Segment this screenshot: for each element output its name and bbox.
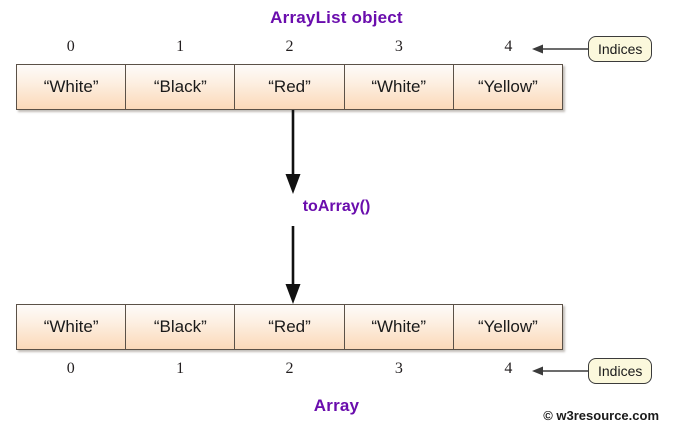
index-label: 4 <box>504 360 513 377</box>
flow-arrow-down-lower <box>284 226 302 304</box>
arraylist-cell: “Red” <box>235 65 345 109</box>
index-label: 2 <box>285 360 294 377</box>
flow-arrow-down-upper <box>284 110 302 194</box>
arraylist-cell: “White” <box>17 65 127 109</box>
watermark-credit: © w3resource.com <box>543 408 659 423</box>
array-cell: “Red” <box>235 305 345 349</box>
index-label: 0 <box>66 38 75 55</box>
index-label: 3 <box>394 38 403 55</box>
index-label: 1 <box>176 360 185 377</box>
array-cell: “White” <box>17 305 127 349</box>
index-label: 0 <box>66 360 75 377</box>
array-cell: “Yellow” <box>477 317 538 336</box>
arraylist-cell: “White” <box>345 65 454 109</box>
index-label: 2 <box>285 38 294 55</box>
array-index-row: 0 1 2 3 4 <box>16 358 563 380</box>
index-label: 3 <box>394 360 403 377</box>
array-cells: “White” “Black” “Red” “White” “Yellow” <box>16 304 563 350</box>
index-label: 1 <box>176 38 185 55</box>
arraylist-cells: “White” “Black” “Red” “White” “Yellow” <box>16 64 563 110</box>
index-label: 4 <box>504 38 513 55</box>
array-cell: “Black” <box>126 305 236 349</box>
indices-callout-top: Indices <box>588 36 653 62</box>
array-title: Array <box>313 396 360 415</box>
arraylist-cell: “Yellow” <box>477 77 538 96</box>
indices-pointer-arrow-bottom <box>532 364 588 378</box>
toarray-operation-label: toArray() <box>302 198 371 215</box>
array-cell: “White” <box>345 305 454 349</box>
arraylist-index-row: 0 1 2 3 4 <box>16 36 563 58</box>
indices-callout-bottom: Indices <box>588 358 653 384</box>
arraylist-title: ArrayList object <box>270 8 403 27</box>
indices-pointer-arrow-top <box>532 42 588 56</box>
arraylist-cell: “Black” <box>126 65 236 109</box>
